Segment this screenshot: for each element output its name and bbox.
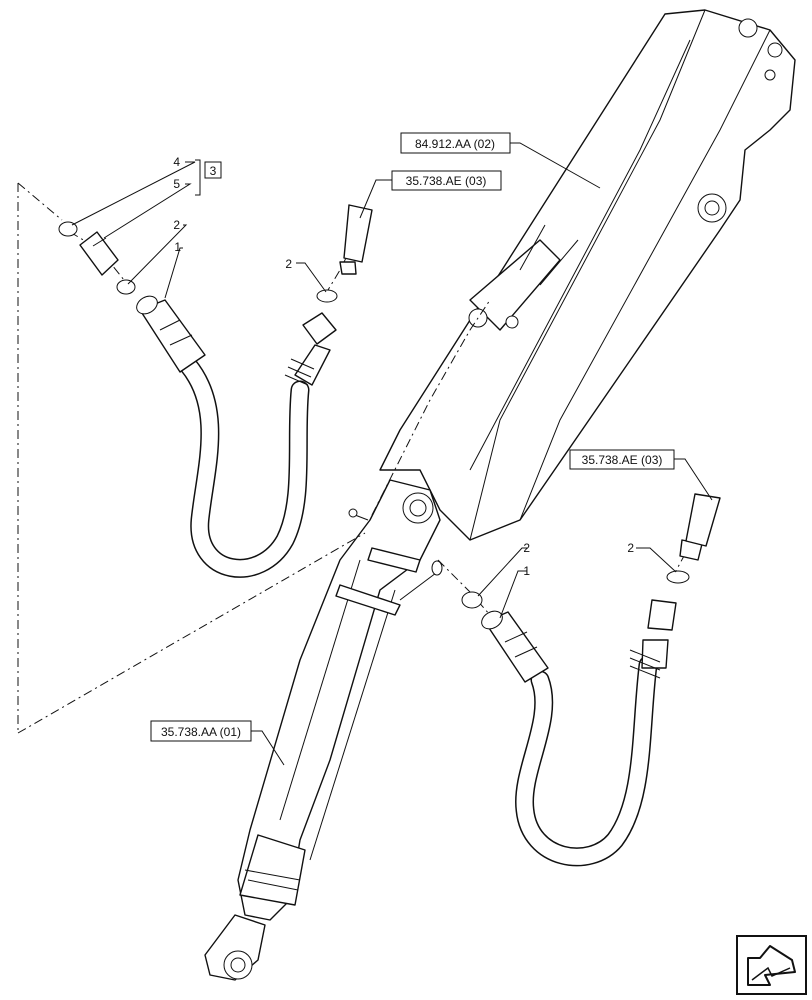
leader-lines bbox=[71, 142, 713, 766]
svg-text:35.738.AE (03): 35.738.AE (03) bbox=[582, 453, 663, 467]
ref-label-cylinder[interactable]: 35.738.AA (01) bbox=[150, 720, 252, 742]
item-number-2-mid: 2 bbox=[285, 257, 292, 271]
fittings-upper-left bbox=[58, 204, 373, 303]
hydraulic-cylinder bbox=[204, 479, 443, 981]
ref-label-boom[interactable]: 84.912.AA (02) bbox=[400, 132, 511, 154]
item-number-2-center: 2 bbox=[523, 541, 530, 555]
boom-arm bbox=[379, 9, 796, 541]
ref-label-fitting-top[interactable]: 35.738.AE (03) bbox=[391, 170, 502, 191]
kit-number-box[interactable]: 3 bbox=[204, 161, 222, 179]
ref-label-fitting-right[interactable]: 35.738.AE (03) bbox=[569, 449, 675, 470]
svg-text:35.738.AE (03): 35.738.AE (03) bbox=[406, 174, 487, 188]
fittings-right bbox=[461, 493, 721, 609]
hose-upper bbox=[136, 295, 337, 578]
hose-lower bbox=[481, 599, 677, 867]
svg-text:84.912.AA (02): 84.912.AA (02) bbox=[415, 137, 495, 151]
item-number-2-left: 2 bbox=[173, 218, 180, 232]
item-number-5: 5 bbox=[173, 177, 180, 191]
svg-text:3: 3 bbox=[210, 164, 217, 178]
item-number-1-center: 1 bbox=[523, 564, 530, 578]
item-number-1-left: 1 bbox=[174, 240, 181, 254]
arrow-next-page-icon[interactable] bbox=[736, 935, 807, 995]
item-number-2-right: 2 bbox=[627, 541, 634, 555]
svg-text:35.738.AA (01): 35.738.AA (01) bbox=[161, 725, 241, 739]
item-number-4: 4 bbox=[173, 155, 180, 169]
